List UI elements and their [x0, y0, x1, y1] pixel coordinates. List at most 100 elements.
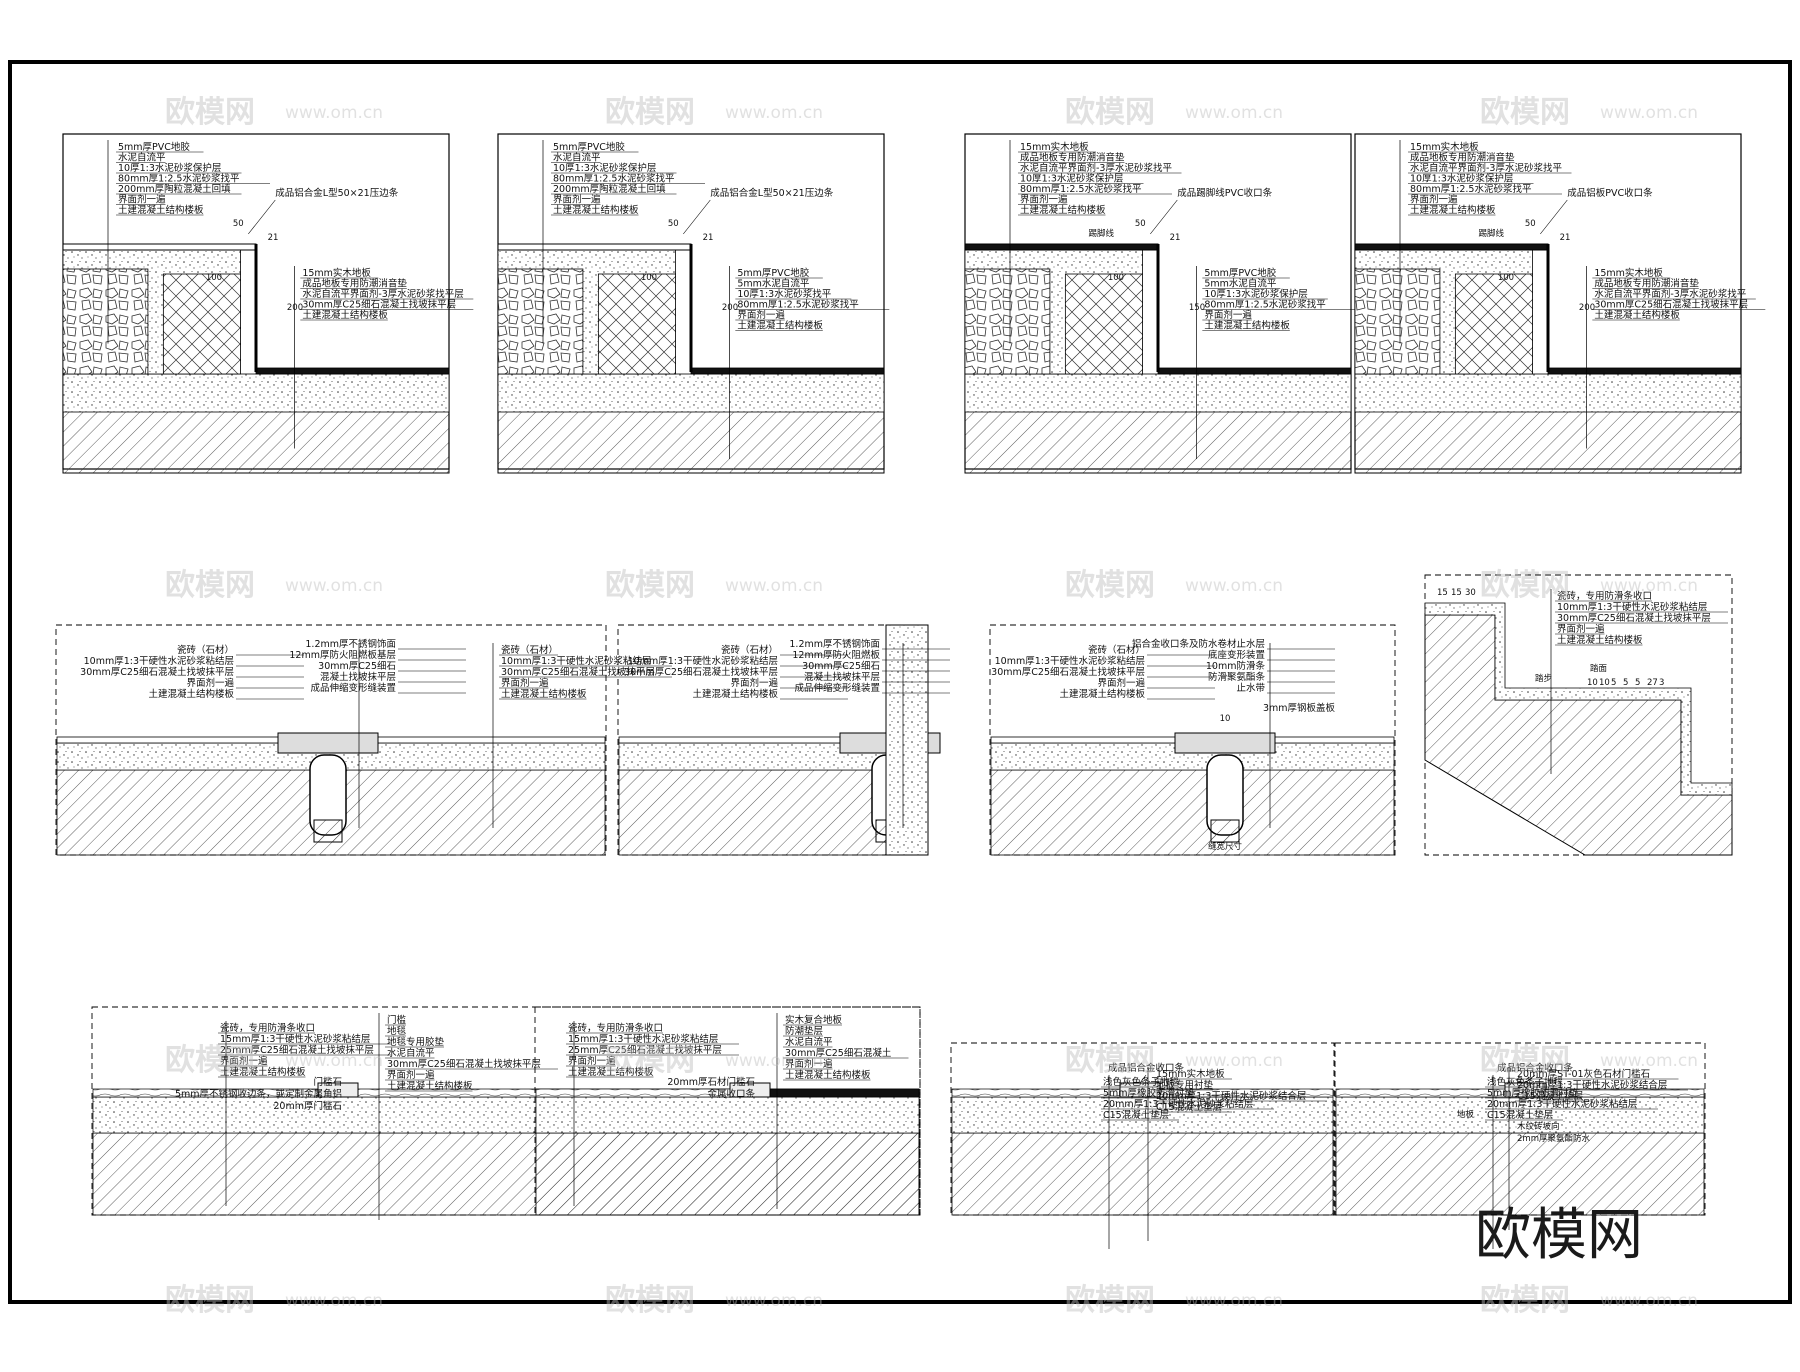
layer-label: 水泥自流平	[118, 152, 166, 164]
right-layer-label: 30mm厚C25细石混凝土找坡抹平层	[1594, 299, 1748, 311]
watermark-site: www.om.cn	[1185, 103, 1283, 123]
center-layer-label: 铝合金收口条及防水卷材止水层	[1132, 638, 1265, 650]
right-layer-label: 土建混凝土结构楼板	[501, 688, 587, 700]
watermark-logo: 欧模网	[165, 1043, 255, 1078]
detail-panel-7: 瓷砖（石材）10mm厚1:3干硬性水泥砂浆粘结层30mm厚C25细石混凝土找坡抹…	[989, 624, 1396, 856]
dimension-text: 10	[1587, 678, 1598, 688]
right-layer-label: 瓷砖（石材）	[501, 644, 558, 656]
center-layer-label: 混凝土找坡抹平层	[804, 671, 880, 683]
dimension-text: 50	[233, 219, 244, 229]
center-layer-label: 10mm防滑条	[1206, 660, 1266, 672]
finish-layer-top	[1354, 243, 1549, 251]
screed-layer	[1335, 1096, 1705, 1134]
left-layer-label: 界面剂一遍	[568, 1055, 616, 1067]
stair-layer-label: 30mm厚C25细石混凝土找坡抹平层	[1557, 612, 1711, 624]
inner-label: 踢脚线	[1089, 228, 1115, 239]
right-layer-label: 5mm水泥自流平	[737, 278, 810, 290]
herringbone-block	[162, 273, 241, 375]
detail-panel-11: 浅色灰色条子地毯5mm厚橡胶防滑衬垫20mm厚1:3干硬性水泥砂浆粘结层C15混…	[950, 1042, 1335, 1249]
layer-label: 界面剂一遍	[118, 194, 166, 206]
dimension-text: 100	[641, 273, 657, 283]
structural-slab	[951, 1132, 1334, 1216]
threshold-strip	[317, 1082, 359, 1098]
right-layer-label: 80mm厚1:2.5水泥砂浆找平	[737, 299, 859, 311]
right-layer-label: 实木复合地板	[785, 1014, 843, 1026]
layer-label: 水泥自流平	[553, 152, 601, 164]
right-finish	[749, 1088, 920, 1098]
dimension-text: 30	[1465, 588, 1476, 598]
callout-leader	[1540, 199, 1568, 235]
right-layer-label: 地毯	[387, 1025, 407, 1037]
left-layer-label: 土建混凝土结构楼板	[692, 688, 778, 700]
callout-label: 成品铝合金L型50×21压边条	[710, 187, 833, 199]
callout-leader	[248, 199, 276, 235]
layer-label: 成品地板专用防潮消音垫	[1410, 152, 1515, 164]
screed-layer	[62, 373, 450, 413]
screed-layer	[964, 373, 1352, 413]
structural-slab	[1335, 1132, 1705, 1216]
callout-label: 成品铝板PVC收口条	[1567, 187, 1653, 199]
watermark-logo: 欧模网	[1480, 1043, 1570, 1078]
center-label: 金属收口条	[707, 1088, 755, 1100]
inner-label: 踢脚线	[1479, 228, 1505, 239]
panel-frame	[1334, 1042, 1706, 1216]
dimension-text: 100	[1108, 273, 1124, 283]
top-callout-label: 成品铝合金收口条	[1108, 1062, 1185, 1074]
watermark-logo: 欧模网	[605, 95, 695, 130]
left-layer-label: 界面剂一遍	[186, 677, 234, 689]
stone-infill	[62, 268, 149, 375]
left-layer-label: 瓷砖（石材）	[721, 644, 778, 656]
watermark-logo: 欧模网	[1065, 95, 1155, 130]
joint-seal-base	[1210, 819, 1240, 843]
layer-label: 成品地板专用防潮消音垫	[1020, 152, 1125, 164]
sheet-outer-frame	[8, 60, 1792, 1304]
watermark-site: www.om.cn	[1185, 1291, 1283, 1311]
screed-layer	[1354, 373, 1742, 413]
watermark-site: www.om.cn	[725, 1051, 823, 1071]
center-layer-label: 止水带	[1236, 682, 1265, 694]
left-layer-label: 瓷砖，专用防滑条收口	[568, 1022, 663, 1034]
right-layer-label: 15mm实木地板	[302, 267, 371, 279]
right-layer-label: 土建混凝土结构楼板	[1204, 320, 1290, 332]
finish-layer-top	[964, 243, 1159, 251]
left-layer-label: 25mm厚C25细石混凝土找坡抹平层	[220, 1044, 374, 1056]
layer-label: 水泥自流平界面剂-3厚水泥砂浆找平	[1020, 162, 1172, 174]
right-layer-label: 20mm厚1:3干硬性水泥砂浆结合层	[1517, 1079, 1667, 1091]
stone-infill	[1354, 268, 1441, 375]
right-layer-label: 土建混凝土结构楼板	[737, 320, 823, 332]
left-layer-label: 土建混凝土结构楼板	[220, 1066, 306, 1078]
right-layer-label: 15mm实木地板	[1594, 267, 1663, 279]
layer-label: 10厚1:3水泥砂浆保护层	[1410, 173, 1513, 185]
finish-layer-low	[1157, 367, 1352, 375]
watermark-site: www.om.cn	[1600, 576, 1698, 596]
layer-label: 80mm厚1:2.5水泥砂浆找平	[1410, 183, 1532, 195]
dimension-text: 10	[1599, 678, 1610, 688]
layer-label: 土建混凝土结构楼板	[553, 204, 639, 216]
center-label: 门槛石	[313, 1076, 342, 1088]
layer-label: 水泥自流平界面剂-3厚水泥砂浆找平	[1410, 162, 1562, 174]
joint-seal-base	[313, 819, 343, 843]
dimension-text: 5	[1611, 678, 1616, 688]
stair-layer-label: 界面剂一遍	[1557, 623, 1605, 635]
watermark-logo: 欧模网	[605, 568, 695, 603]
layer-label: 15mm实木地板	[1020, 141, 1089, 153]
center-layer-label: 成品伸缩变形缝装置	[794, 682, 880, 694]
corner-brand-text: 欧模网	[1475, 1203, 1643, 1268]
layer-label: 10厚1:3水泥砂浆保护层	[553, 162, 656, 174]
watermark-logo: 欧模网	[165, 95, 255, 130]
detail-panel-5: 瓷砖（石材）10mm厚1:3干硬性水泥砂浆粘结层30mm厚C25细石混凝土找坡抹…	[55, 624, 672, 856]
center-layer-label: 1.2mm厚不锈钢饰面	[789, 638, 880, 650]
watermark-site: www.om.cn	[1185, 576, 1283, 596]
layer-label: 80mm厚1:2.5水泥砂浆找平	[1020, 183, 1142, 195]
layer-label: 土建混凝土结构楼板	[1410, 204, 1496, 216]
dimension-text: 200	[1579, 303, 1595, 313]
dimension-text: 27	[1647, 678, 1658, 688]
center-label: 20mm厚门槛石	[273, 1100, 342, 1112]
dimension-text: 15	[1451, 588, 1462, 598]
bottom-label: 缝宽尺寸	[1208, 841, 1243, 852]
detail-panel-3: 15mm实木地板成品地板专用防潮消音垫水泥自流平界面剂-3厚水泥砂浆找平10厚1…	[964, 133, 1357, 474]
right-layer-label: 土建混凝土结构楼板	[785, 1069, 871, 1081]
bottom-label: 地板	[1457, 1109, 1475, 1120]
center-layer-label: 底座变形装置	[1208, 649, 1265, 661]
left-layer-label: 15mm厚1:3干硬性水泥砂浆粘结层	[568, 1033, 718, 1045]
